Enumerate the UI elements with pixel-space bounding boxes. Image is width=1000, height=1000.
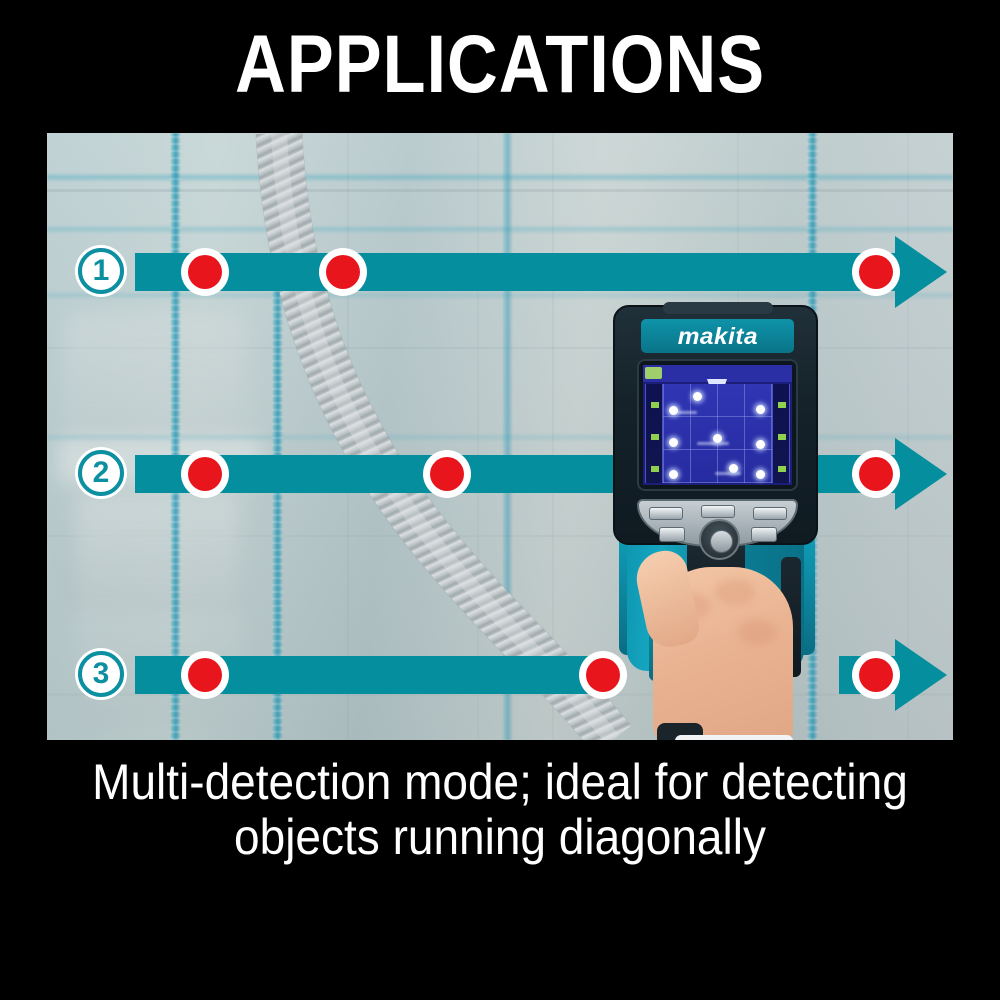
button-right[interactable] xyxy=(753,507,787,520)
arrow-right-icon xyxy=(895,639,947,711)
wall-streak xyxy=(477,133,479,740)
hand-knuckle xyxy=(715,579,755,605)
caption-line-1: Multi-detection mode; ideal for detectin… xyxy=(92,754,908,810)
wall-band xyxy=(47,535,953,537)
detection-marker-icon xyxy=(423,450,471,498)
lcd-detection-blip xyxy=(669,438,678,447)
rebar-horizontal xyxy=(47,433,953,442)
wall-streak xyxy=(907,133,909,740)
lcd-detection-blip xyxy=(669,470,678,479)
rebar-vertical xyxy=(170,133,181,740)
dpad-select-button[interactable] xyxy=(710,530,733,553)
dpad-left-button[interactable] xyxy=(659,527,685,542)
wall-streak xyxy=(552,133,554,740)
device-top-bar xyxy=(663,302,773,314)
lcd-display xyxy=(643,365,792,485)
scan-row-2 xyxy=(135,438,953,510)
scan-row-3 xyxy=(135,639,953,711)
wall-band xyxy=(47,189,953,192)
dpad-right-button[interactable] xyxy=(751,527,777,542)
detection-marker-icon xyxy=(319,248,367,296)
detection-marker-icon xyxy=(579,651,627,699)
lcd-detection-blip xyxy=(756,405,765,414)
badge-label: 1 xyxy=(92,254,110,287)
wall-band xyxy=(47,693,953,696)
detection-marker-icon xyxy=(181,450,229,498)
page-title: APPLICATIONS xyxy=(234,19,766,110)
wall-scanner-device[interactable]: makita xyxy=(613,302,818,740)
lcd-detection-blip xyxy=(756,440,765,449)
caption-line-2: objects running diagonally xyxy=(234,809,766,865)
lcd-detection-blip xyxy=(756,470,765,479)
detection-marker-icon xyxy=(181,248,229,296)
button-left[interactable] xyxy=(649,507,683,520)
lcd-detection-blip xyxy=(729,464,738,473)
detection-marker-icon xyxy=(852,651,900,699)
lcd-status-bar xyxy=(643,365,792,382)
device-control-pad[interactable] xyxy=(637,499,798,560)
lcd-scan-grid xyxy=(663,384,772,483)
number-badge-icon: 2 xyxy=(78,450,124,496)
lcd-tick xyxy=(778,402,786,408)
lcd-blip-smear xyxy=(675,411,697,414)
operator-sleeve xyxy=(675,735,793,740)
rebar-vertical xyxy=(502,133,513,740)
dpad-ring[interactable] xyxy=(699,519,740,560)
lcd-right-rail xyxy=(772,384,790,483)
rebar-horizontal xyxy=(47,291,953,300)
lcd-detection-blip xyxy=(693,392,702,401)
lcd-detection-blip xyxy=(669,406,678,415)
hand-knuckle xyxy=(737,619,777,645)
rebar-horizontal xyxy=(47,173,953,182)
brand-plate: makita xyxy=(641,319,794,353)
detection-marker-icon xyxy=(852,248,900,296)
lcd-tick xyxy=(778,434,786,440)
lcd-blip-smear xyxy=(697,442,729,445)
arrow-right-icon xyxy=(895,236,947,308)
lcd-tick xyxy=(651,402,659,408)
detection-marker-icon xyxy=(852,450,900,498)
button-center[interactable] xyxy=(701,505,735,518)
badge-label: 3 xyxy=(92,657,110,690)
rebar-vertical xyxy=(272,133,283,740)
lcd-tick xyxy=(651,434,659,440)
makita-logo: makita xyxy=(677,322,758,349)
device-head-shell: makita xyxy=(613,302,818,560)
wall-band xyxy=(47,347,953,349)
caption: Multi-detection mode; ideal for detectin… xyxy=(77,755,923,865)
scan-row-1 xyxy=(135,236,953,308)
device-screen-frame xyxy=(637,359,798,491)
application-photo: 1 2 3 xyxy=(47,133,953,740)
lcd-blip-smear xyxy=(715,472,741,475)
scan-bar xyxy=(135,253,905,291)
badge-label: 2 xyxy=(92,456,110,489)
lcd-mode-indicator xyxy=(645,367,662,379)
detection-marker-icon xyxy=(181,651,229,699)
lcd-detection-blip xyxy=(713,434,722,443)
lcd-left-rail xyxy=(645,384,663,483)
number-badge-icon: 3 xyxy=(78,651,124,697)
lcd-tick xyxy=(778,466,786,472)
arrow-right-icon xyxy=(895,438,947,510)
lcd-tick xyxy=(651,466,659,472)
rebar-horizontal xyxy=(47,225,953,234)
number-badge-icon: 1 xyxy=(78,248,124,294)
